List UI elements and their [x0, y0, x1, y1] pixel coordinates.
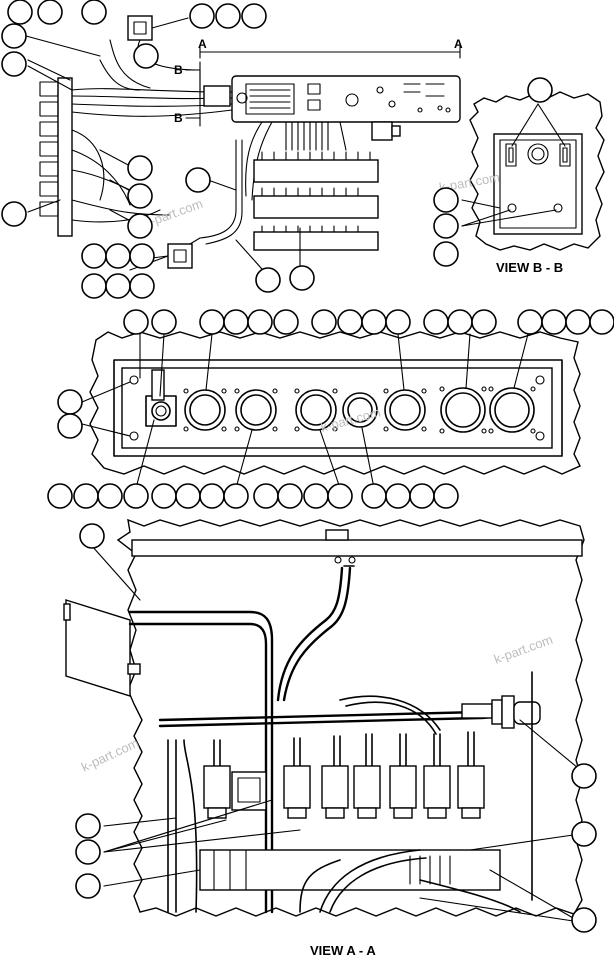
callout-balloon — [127, 155, 153, 181]
bulkhead-outer-frame — [113, 359, 563, 457]
callout-balloon — [189, 3, 215, 29]
view-a-title: VIEW A - A — [310, 943, 376, 957]
callout-balloons — [1, 0, 614, 933]
callout-balloon — [199, 309, 225, 335]
callout-balloon — [127, 183, 153, 209]
view-a-top-cover — [131, 539, 583, 557]
callout-balloon — [517, 309, 543, 335]
callout-balloon — [123, 483, 149, 509]
left-bulkhead-plate — [57, 77, 73, 237]
callout-balloon — [105, 243, 131, 269]
terminal-strip-middle — [253, 187, 379, 219]
view-b-b: VIEW B - B — [461, 91, 605, 275]
callout-balloon — [75, 813, 101, 839]
callout-balloon — [447, 309, 473, 335]
view-b-title: VIEW B - B — [496, 260, 563, 275]
callout-balloon — [303, 483, 329, 509]
view-a-left-box — [65, 599, 131, 697]
callout-balloon — [133, 43, 159, 69]
section-a-left-label: A — [198, 37, 207, 51]
callout-balloon — [433, 241, 459, 267]
callout-balloon — [247, 309, 273, 335]
callout-balloon — [571, 907, 597, 933]
callout-balloon — [241, 3, 267, 29]
bulkhead-plate — [121, 367, 553, 449]
callout-balloon — [7, 0, 33, 25]
callout-balloon — [423, 309, 449, 335]
callout-balloon — [175, 483, 201, 509]
callout-balloon — [565, 309, 591, 335]
view-b-mount-plate — [493, 133, 583, 235]
callout-balloon — [75, 873, 101, 899]
callout-balloon — [589, 309, 614, 335]
callout-balloon — [73, 483, 99, 509]
callout-balloon — [223, 483, 249, 509]
callout-balloon — [57, 389, 83, 415]
callout-balloon — [129, 273, 155, 299]
callout-balloon — [81, 0, 107, 25]
callout-balloon — [97, 483, 123, 509]
callout-balloon — [37, 0, 63, 25]
callout-balloon — [105, 273, 131, 299]
callout-balloon — [129, 243, 155, 269]
terminal-strip-lower — [253, 225, 379, 251]
callout-balloon — [337, 309, 363, 335]
callout-balloon — [255, 267, 281, 293]
receptacles — [184, 387, 535, 433]
callout-balloon — [1, 51, 27, 77]
callout-balloon — [223, 309, 249, 335]
callout-balloon — [527, 77, 553, 103]
callout-balloon — [1, 201, 27, 227]
callout-balloon — [277, 483, 303, 509]
callout-balloon — [253, 483, 279, 509]
callout-balloon — [215, 3, 241, 29]
callout-balloon — [385, 483, 411, 509]
callout-balloon — [127, 213, 153, 239]
callout-balloon — [433, 483, 459, 509]
callout-balloon — [47, 483, 73, 509]
bulkhead-plate-view — [81, 331, 581, 489]
callout-balloon — [1, 23, 27, 49]
callout-balloon — [79, 523, 105, 549]
callout-balloon — [571, 763, 597, 789]
bottom-square-connector — [167, 243, 193, 269]
terminal-strip-upper — [253, 151, 379, 183]
callout-balloon — [541, 309, 567, 335]
callout-balloon — [81, 243, 107, 269]
callout-balloon — [311, 309, 337, 335]
callout-balloon — [471, 309, 497, 335]
section-b-bottom-label: B — [174, 111, 183, 125]
top-square-connector — [127, 15, 153, 41]
callout-balloon — [361, 309, 387, 335]
callout-balloon — [289, 265, 315, 291]
callout-balloon — [385, 309, 411, 335]
callout-balloon — [185, 167, 211, 193]
watermark-5: k-part.com — [79, 735, 141, 775]
callout-balloon — [409, 483, 435, 509]
top-harness-assembly: A A B B — [25, 15, 463, 279]
view-a-right-connector — [461, 671, 541, 901]
callout-balloon — [433, 187, 459, 213]
callout-balloon — [75, 839, 101, 865]
view-a-a: VIEW A - A — [63, 518, 585, 957]
callout-balloon — [81, 273, 107, 299]
callout-balloon — [57, 413, 83, 439]
section-b-top-label: B — [174, 63, 183, 77]
section-a-right-label: A — [454, 37, 463, 51]
callout-balloon — [273, 309, 299, 335]
callout-balloon — [151, 309, 177, 335]
callout-balloon — [327, 483, 353, 509]
callout-balloon — [199, 483, 225, 509]
callout-balloon — [361, 483, 387, 509]
callout-balloon — [433, 213, 459, 239]
callout-balloon — [123, 309, 149, 335]
callout-balloon — [571, 821, 597, 847]
callout-balloon — [151, 483, 177, 509]
